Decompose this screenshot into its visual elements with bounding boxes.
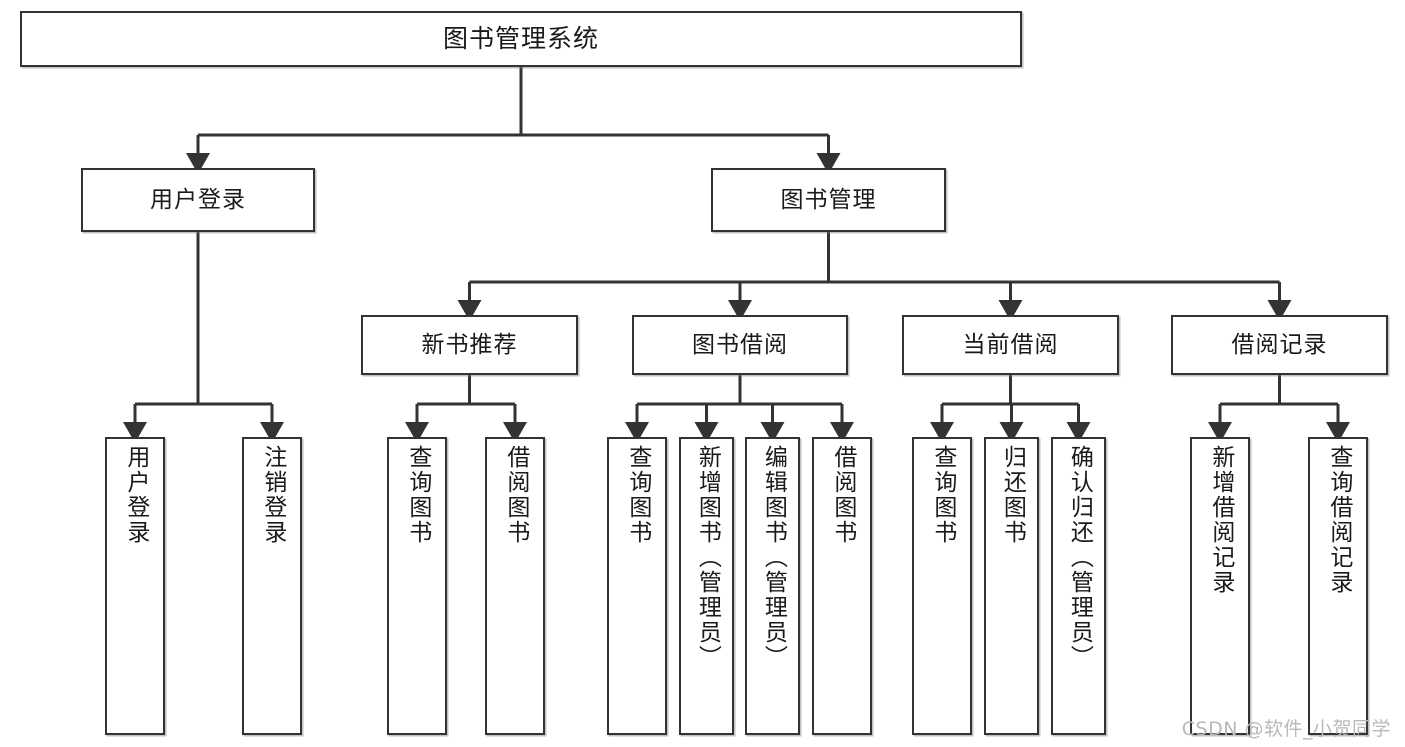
node-label: 借阅图书 [829,445,856,545]
node-label: 图书管理 [780,186,877,213]
node-l7[interactable]: 编辑图书（管理员） [745,437,800,735]
watermark-text: CSDN @软件_小贺同学 [1181,718,1391,740]
node-l11[interactable]: 确认归还（管理员） [1051,437,1106,735]
node-current[interactable]: 当前借阅 [902,315,1119,375]
node-l6[interactable]: 新增图书（管理员） [679,437,734,735]
node-label: 查询图书 [929,445,956,545]
node-l13[interactable]: 查询借阅记录 [1308,437,1368,735]
node-l10[interactable]: 归还图书 [984,437,1039,735]
node-label: 查询图书 [404,445,431,545]
node-label: 新增借阅记录 [1207,445,1234,595]
node-label: 确认归还（管理员） [1066,445,1093,670]
node-login[interactable]: 用户登录 [81,168,315,232]
node-l9[interactable]: 查询图书 [912,437,972,735]
node-l2[interactable]: 注销登录 [242,437,302,735]
node-label: 图书管理系统 [442,23,599,53]
node-label: 新增图书（管理员） [694,445,721,670]
node-label: 用户登录 [122,445,149,545]
node-borrow[interactable]: 图书借阅 [632,315,848,375]
node-l12[interactable]: 新增借阅记录 [1190,437,1250,735]
node-l8[interactable]: 借阅图书 [812,437,872,735]
node-label: 图书借阅 [692,331,788,358]
node-label: 借阅图书 [502,445,529,545]
node-label: 注销登录 [259,445,286,545]
node-records[interactable]: 借阅记录 [1171,315,1388,375]
node-label: 归还图书 [999,445,1026,545]
node-label: 新书推荐 [421,331,518,358]
node-l1[interactable]: 用户登录 [105,437,165,735]
node-l3[interactable]: 查询图书 [387,437,447,735]
node-label: 当前借阅 [962,331,1059,358]
node-bookmgmt[interactable]: 图书管理 [711,168,946,232]
node-label: 用户登录 [150,186,246,213]
node-root[interactable]: 图书管理系统 [20,11,1022,67]
node-newbook[interactable]: 新书推荐 [361,315,578,375]
node-label: 查询图书 [624,445,651,545]
node-label: 借阅记录 [1231,331,1328,358]
node-label: 编辑图书（管理员） [760,445,787,670]
node-l5[interactable]: 查询图书 [607,437,667,735]
node-l4[interactable]: 借阅图书 [485,437,545,735]
node-label: 查询借阅记录 [1325,445,1352,595]
